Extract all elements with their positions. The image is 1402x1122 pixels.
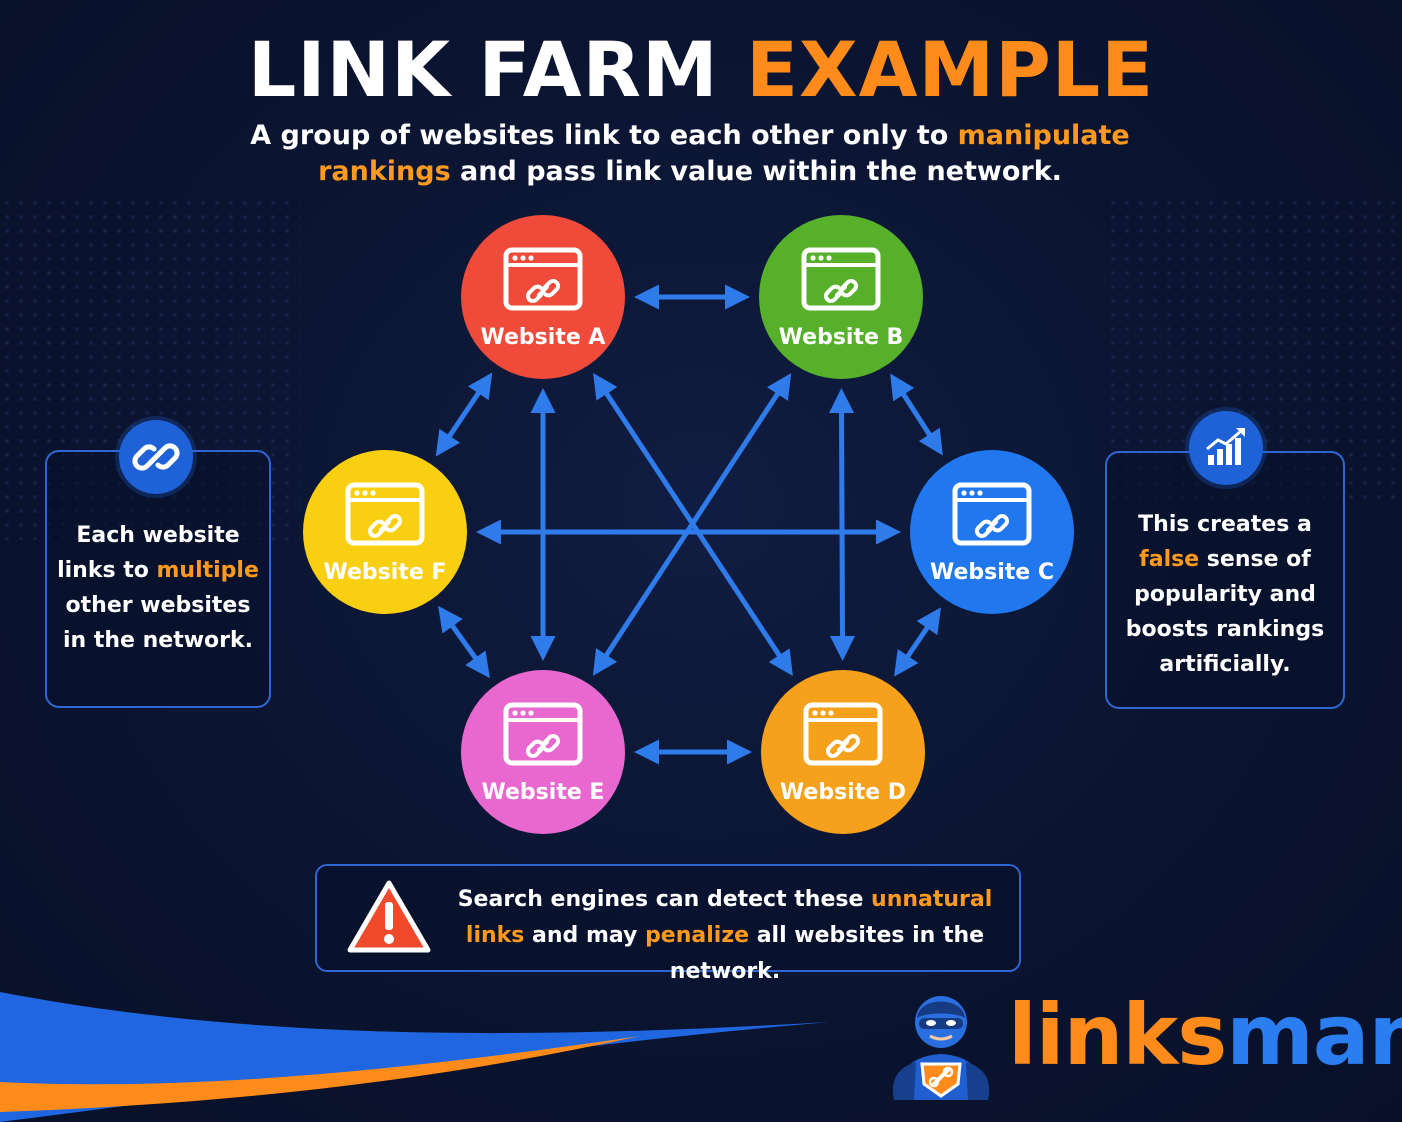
mascot-logo xyxy=(892,996,990,1100)
warning-icon xyxy=(347,880,431,953)
left-note-seg1: Each website links to xyxy=(57,523,240,583)
node-circle xyxy=(910,450,1074,614)
link-arrow-b-c xyxy=(890,373,943,456)
subtitle: A group of websites link to each other o… xyxy=(250,118,1130,190)
website-node-c: Website C xyxy=(910,450,1074,614)
browser-link-icon xyxy=(345,482,425,546)
warning-highlight-2: penalize xyxy=(645,923,750,948)
right-note-text: This creates a false sense of popularity… xyxy=(1115,507,1335,682)
website-node-d: Website D xyxy=(761,670,925,834)
link-arrow-b-d xyxy=(829,387,855,662)
node-label: Website A xyxy=(481,325,606,350)
link-arrow-c-d xyxy=(894,607,941,677)
node-label: Website E xyxy=(482,780,605,805)
nodes-layer: Website A Website B Website C Website D Webs… xyxy=(303,215,1074,834)
subtitle-text: A group of websites link to each other o… xyxy=(250,120,958,151)
warning-box xyxy=(315,864,1021,972)
browser-link-icon xyxy=(801,247,881,311)
browser-link-icon xyxy=(503,702,583,766)
node-label: Website F xyxy=(324,560,447,585)
left-note-highlight: multiple xyxy=(156,558,259,583)
website-node-e: Website E xyxy=(461,670,625,834)
node-circle xyxy=(759,215,923,379)
node-circle xyxy=(761,670,925,834)
warning-seg3: and may xyxy=(524,923,646,948)
warning-text: Search engines can detect these unnatura… xyxy=(445,882,1005,990)
right-note-seg1: This creates a xyxy=(1138,512,1312,537)
subtitle-text-end: and pass link value within the network. xyxy=(450,156,1062,187)
page-title: LINK FARM EXAMPLE xyxy=(0,22,1402,118)
node-circle xyxy=(303,450,467,614)
title-part-orange: EXAMPLE xyxy=(746,25,1155,114)
node-circle xyxy=(461,215,625,379)
node-circle xyxy=(461,670,625,834)
link-arrow-f-a xyxy=(435,372,493,457)
website-node-f: Website F xyxy=(303,450,467,614)
subtitle-highlight: manipulate rankings xyxy=(318,120,1130,187)
node-label: Website D xyxy=(780,780,906,805)
brand-part-orange: links xyxy=(1008,986,1227,1084)
title-part-white: LINK FARM xyxy=(247,25,719,114)
links-layer xyxy=(435,284,943,765)
warning-seg5: all websites in the network. xyxy=(669,923,985,984)
right-note-seg3: sense of popularity and boosts rankings … xyxy=(1125,547,1325,677)
chart-icon xyxy=(1189,411,1263,485)
right-note-box xyxy=(1105,451,1345,709)
brand-part-blue: man xyxy=(1226,986,1402,1084)
link-arrow-e-f xyxy=(438,605,490,679)
left-note-seg3: other websites in the network. xyxy=(63,593,253,653)
brand-logo: linksman xyxy=(1008,985,1402,1085)
browser-link-icon xyxy=(503,247,583,311)
node-label: Website B xyxy=(779,325,904,350)
website-node-b: Website B xyxy=(759,215,923,379)
browser-link-icon xyxy=(803,702,883,766)
node-label: Website C xyxy=(930,560,1054,585)
link-icon xyxy=(119,420,193,494)
warning-seg1: Search engines can detect these xyxy=(457,887,872,912)
website-node-a: Website A xyxy=(461,215,625,379)
wave-orange xyxy=(0,1036,640,1112)
right-note-highlight: false xyxy=(1139,547,1200,572)
left-note-text: Each website links to multiple other web… xyxy=(52,518,264,658)
browser-link-icon xyxy=(952,482,1032,546)
warning-highlight-1: unnatural links xyxy=(465,887,993,948)
